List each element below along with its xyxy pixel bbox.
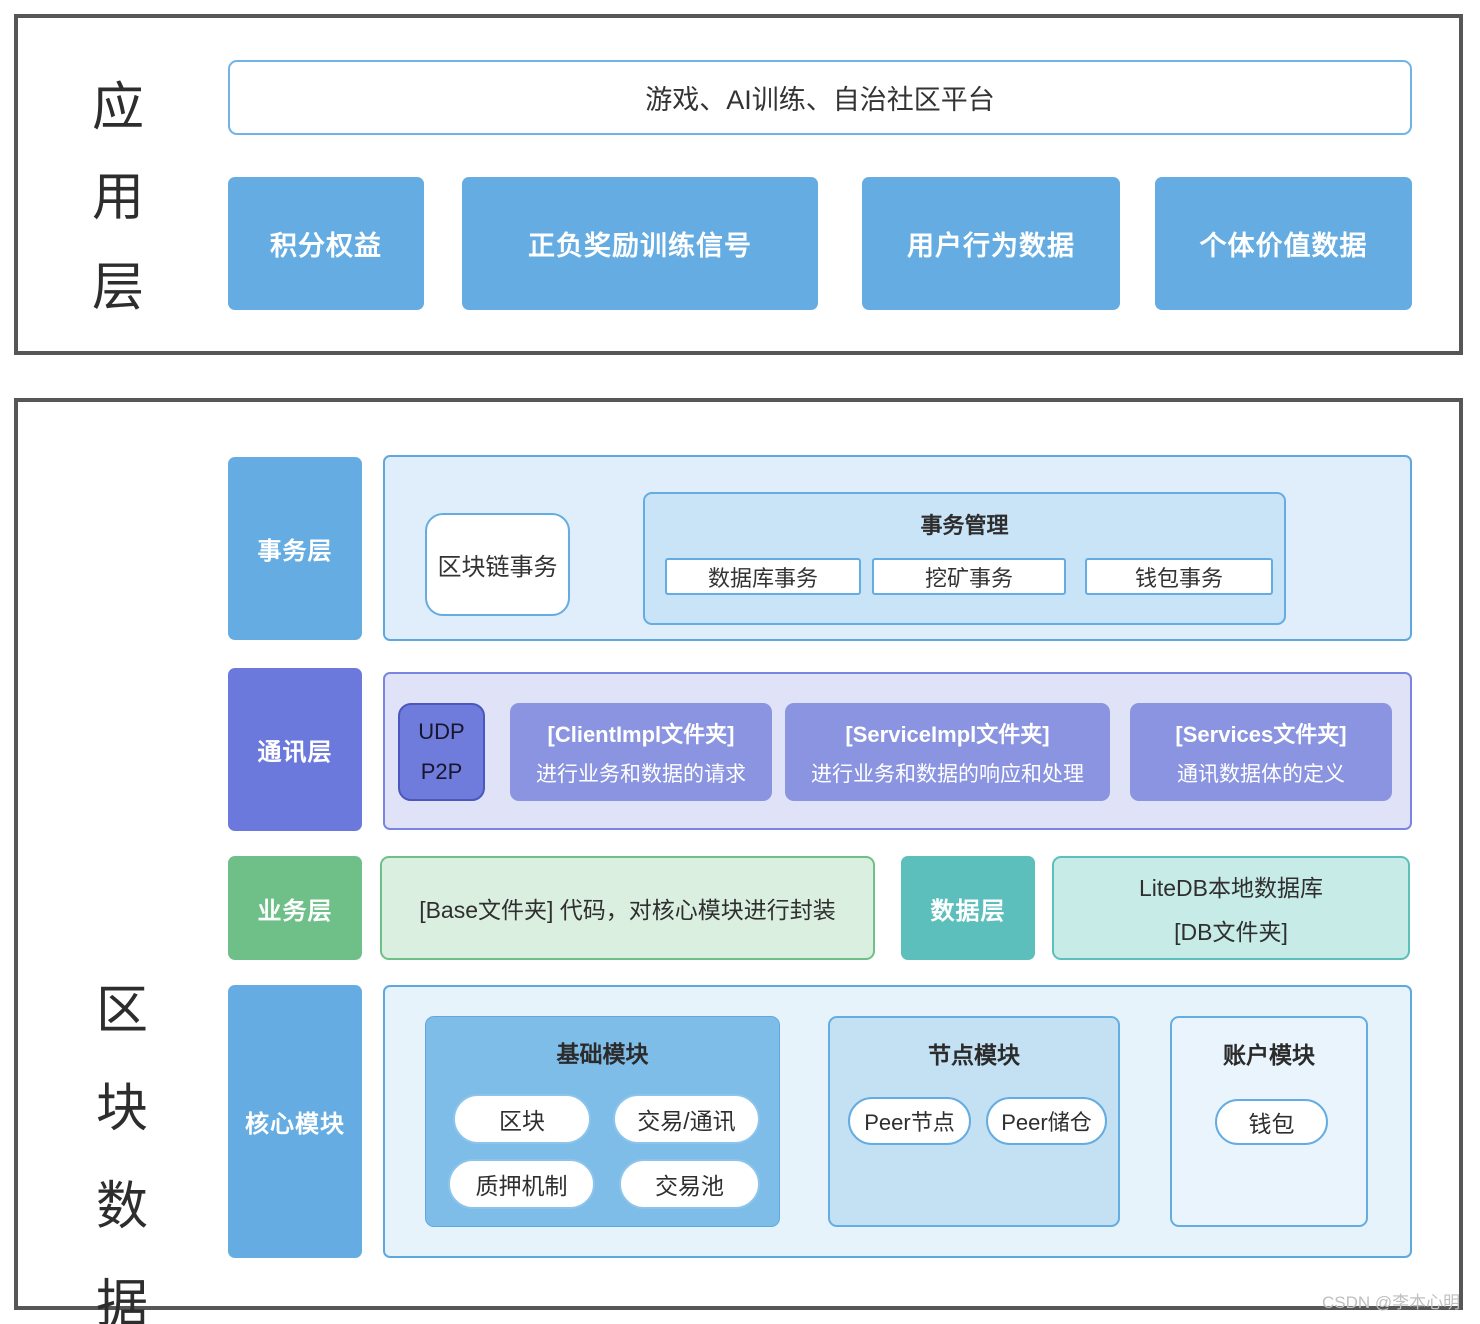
communication-layer-tag: 通讯层 <box>228 668 362 831</box>
tx-pool-pill: 交易池 <box>619 1159 760 1209</box>
app-label-char: 应 <box>92 79 145 137</box>
data-layer-tag: 数据层 <box>901 856 1035 960</box>
staking-pill: 质押机制 <box>448 1159 595 1209</box>
services-folder-box: [Services文件夹] 通讯数据体的定义 <box>1130 703 1392 801</box>
mining-transaction-box: 挖矿事务 <box>872 558 1066 595</box>
account-module-panel: 账户模块 钱包 <box>1170 1016 1368 1227</box>
services-title: [Services文件夹] <box>1175 721 1347 747</box>
database-transaction-box: 数据库事务 <box>665 558 861 595</box>
clientimpl-folder-box: [ClientImpl文件夹] 进行业务和数据的请求 <box>510 703 772 801</box>
app-box-user-behavior: 用户行为数据 <box>862 177 1120 310</box>
chain-label-char: 块 <box>96 1080 149 1138</box>
app-box-individual-value: 个体价值数据 <box>1155 177 1412 310</box>
wallet-pill: 钱包 <box>1215 1099 1328 1145</box>
chain-label-char: 区 <box>96 982 149 1040</box>
app-box-points-rights: 积分权益 <box>228 177 424 310</box>
litedb-box: LiteDB本地数据库 [DB文件夹] <box>1052 856 1410 960</box>
litedb-line1: LiteDB本地数据库 <box>1138 875 1324 901</box>
csdn-watermark: CSDN @李本心明 <box>1322 1293 1461 1312</box>
serviceimpl-folder-box: [ServiceImpl文件夹] 进行业务和数据的响应和处理 <box>785 703 1110 801</box>
services-desc: 通讯数据体的定义 <box>1177 762 1345 786</box>
transaction-layer-tag: 事务层 <box>228 457 362 640</box>
block-pill: 区块 <box>453 1094 591 1144</box>
trade-comm-pill: 交易/通讯 <box>613 1094 760 1144</box>
basic-module-title: 基础模块 <box>556 1041 649 1067</box>
blockchain-layer-label: 区 块 数 据 底 层 <box>96 985 148 1324</box>
app-label-char: 层 <box>92 259 145 317</box>
basic-module-panel: 基础模块 区块 交易/通讯 质押机制 交易池 <box>425 1016 780 1227</box>
serviceimpl-title: [ServiceImpl文件夹] <box>845 721 1050 747</box>
clientimpl-title: [ClientImpl文件夹] <box>547 721 735 747</box>
udp-line: UDP <box>418 719 465 744</box>
peer-node-pill: Peer节点 <box>848 1097 971 1145</box>
litedb-line2: [DB文件夹] <box>1174 919 1288 945</box>
platform-text: 游戏、AI训练、自治社区平台 <box>645 85 995 115</box>
udp-p2p-box: UDP P2P <box>398 703 485 801</box>
app-label-char: 用 <box>92 169 145 227</box>
blockchain-transaction-box: 区块链事务 <box>425 513 570 616</box>
account-module-title: 账户模块 <box>1223 1042 1315 1068</box>
peer-storage-pill: Peer储仓 <box>986 1097 1107 1145</box>
business-layer-tag: 业务层 <box>228 856 362 960</box>
p2p-line: P2P <box>420 759 463 784</box>
platform-box: 游戏、AI训练、自治社区平台 <box>228 60 1412 135</box>
node-module-panel: 节点模块 Peer节点 Peer储仓 <box>828 1016 1120 1227</box>
wallet-transaction-box: 钱包事务 <box>1085 558 1273 595</box>
chain-label-char: 据 <box>96 1276 149 1324</box>
transaction-management-panel: 事务管理 数据库事务 挖矿事务 钱包事务 <box>643 492 1286 625</box>
core-module-tag: 核心模块 <box>228 985 362 1258</box>
chain-label-char: 数 <box>96 1178 149 1236</box>
node-module-title: 节点模块 <box>928 1042 1020 1068</box>
base-folder-box: [Base文件夹] 代码，对核心模块进行封装 <box>380 856 875 960</box>
clientimpl-desc: 进行业务和数据的请求 <box>536 762 746 786</box>
app-box-reward-signal: 正负奖励训练信号 <box>462 177 818 310</box>
application-layer-label: 应 用 层 <box>92 82 144 314</box>
transaction-management-title: 事务管理 <box>920 513 1009 538</box>
serviceimpl-desc: 进行业务和数据的响应和处理 <box>811 762 1084 786</box>
